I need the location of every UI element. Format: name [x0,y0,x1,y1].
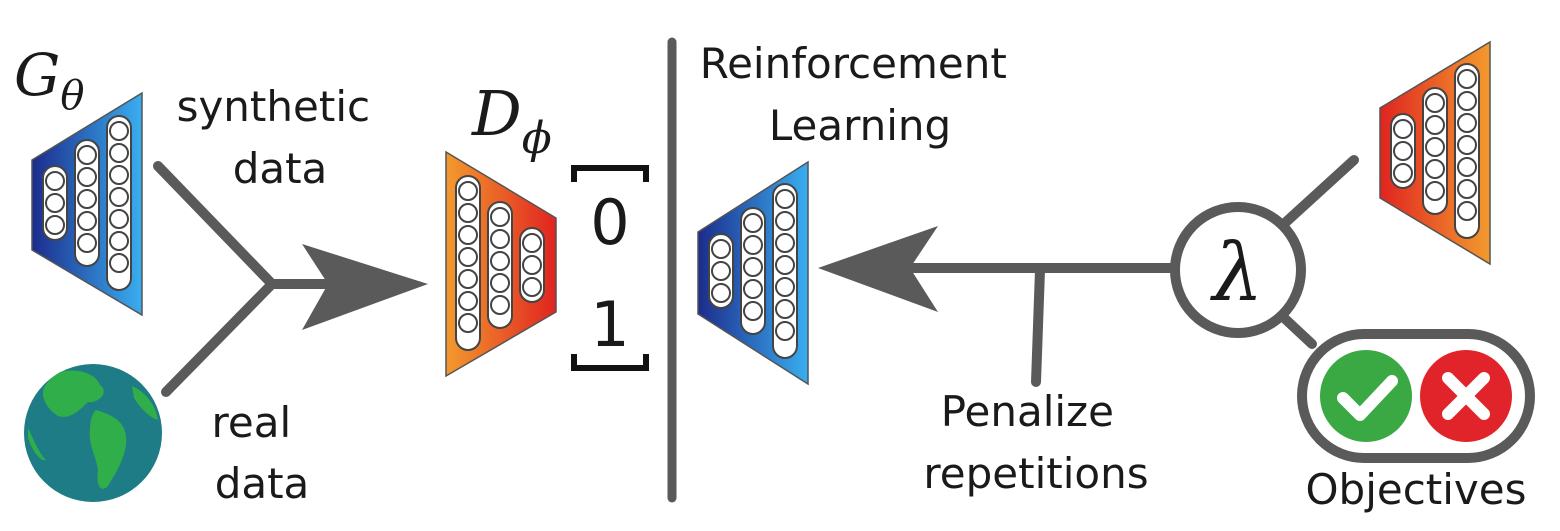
lambda-weighting-node [1170,202,1306,338]
interval-zero: 0 [590,186,629,259]
critic-connector [1281,155,1359,227]
cross-icon [1420,350,1512,442]
discriminator-label: Dϕ [471,77,552,164]
reinforcement-learning-label: Reinforcement Learning [700,39,1020,150]
arrow-head-right [302,244,428,330]
objectives-label: Objectives [1305,465,1526,514]
rl-generator-network-icon [697,160,809,386]
objectives-connector [1277,311,1317,349]
data-merge-arrow [153,161,345,397]
lambda-symbol: λ [1210,226,1264,319]
synthetic-data-label: synthetic data [177,82,384,193]
real-data-label: real data [212,398,310,508]
output-interval-bracket [571,165,649,371]
penalize-repetitions-label: Penalize repetitions [923,387,1148,498]
arrow-head-left [818,226,938,312]
penalty-branch-line [1031,265,1045,387]
generator-label: Gθ [14,41,84,119]
discriminator-network-icon [445,150,557,378]
earth-globe-icon [24,364,162,502]
interval-one: 1 [590,288,629,361]
check-icon [1320,350,1412,442]
critic-network-icon [1379,40,1491,266]
generator-network-icon [31,91,143,317]
